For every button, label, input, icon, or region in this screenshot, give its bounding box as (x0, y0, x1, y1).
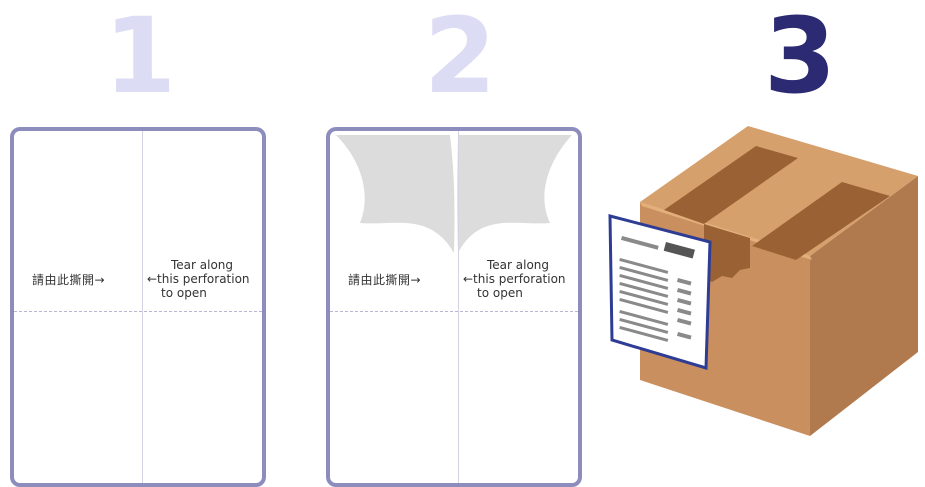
perforation-line (14, 311, 262, 312)
instruction-line-2: ←this perforation (463, 272, 566, 286)
center-fold-line (142, 131, 143, 483)
tape-front-strip (704, 224, 750, 282)
cardboard-box-illustration (608, 126, 918, 436)
right-flap (457, 135, 572, 253)
envelope-panel-step-1: 請由此撕開→ Tear along ←this perforation to o… (10, 127, 266, 487)
tape-top-left (664, 146, 798, 224)
center-fold-line (458, 131, 459, 483)
instruction-line-2: ←this perforation (147, 272, 250, 286)
instruction-line-1: Tear along (487, 258, 550, 272)
instruction-line-1: Tear along (171, 258, 234, 272)
peeled-flaps-illustration (336, 135, 572, 253)
chinese-tear-label: 請由此撕開→ (348, 273, 422, 287)
envelope-panel-step-2: 請由此撕開→ Tear along ←this perforation to o… (326, 127, 582, 487)
instruction-line-3: to open (161, 286, 207, 300)
english-tear-instruction: Tear along ←this perforation to open (463, 258, 578, 300)
label-lines (619, 236, 695, 342)
english-tear-instruction: Tear along ←this perforation to open (147, 258, 262, 300)
box-side-face (810, 176, 918, 436)
packing-tape (664, 146, 890, 282)
tape-top-right (752, 182, 890, 260)
step-number-2: 2 (423, 0, 497, 117)
step-number-3: 3 (763, 0, 837, 117)
shipping-label (608, 214, 712, 370)
step-number-1: 1 (103, 0, 177, 117)
instruction-line-3: to open (477, 286, 523, 300)
perforation-line (330, 311, 578, 312)
chinese-tear-label: 請由此撕開→ (32, 273, 106, 287)
left-flap (336, 135, 455, 253)
